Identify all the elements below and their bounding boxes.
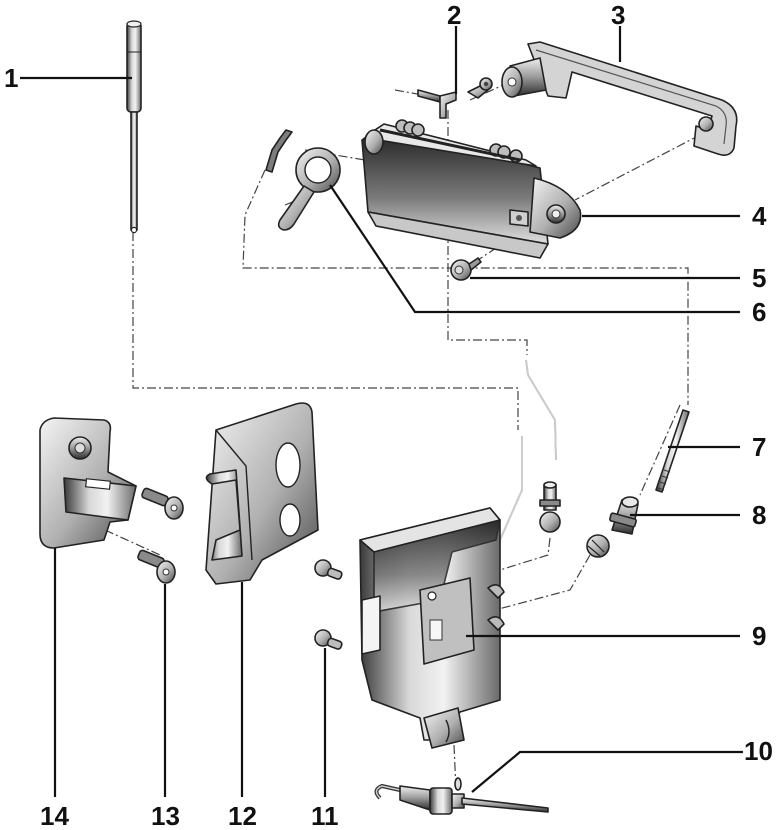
- part-10-rod-fitting[interactable]: [374, 777, 549, 815]
- part-3-outer-handle[interactable]: [501, 41, 738, 156]
- callout-7: 7: [752, 432, 766, 462]
- assembly-line-rod1: [132, 232, 519, 430]
- screw-11b[interactable]: [314, 629, 343, 650]
- part-4-handle-housing[interactable]: [361, 119, 582, 259]
- leader-10: [471, 750, 743, 793]
- assembly-line-14-13: [104, 529, 161, 556]
- callout-9: 9: [752, 621, 766, 651]
- assembly-line-handle-pin: [574, 134, 701, 201]
- leader-6: [329, 184, 740, 314]
- callout-4: 4: [752, 201, 767, 231]
- part-11-screws[interactable]: [314, 559, 343, 650]
- part-8-rod-clip[interactable]: [493, 359, 639, 601]
- part-7-threaded-rod[interactable]: [655, 409, 690, 493]
- screw-13a[interactable]: [141, 487, 184, 520]
- part-1-lock-rod[interactable]: [126, 20, 142, 234]
- handle-springs: [379, 119, 523, 163]
- part-5-bolt[interactable]: [450, 257, 482, 281]
- part-9-lock-mechanism[interactable]: [359, 507, 505, 749]
- part-6-retainer[interactable]: [265, 129, 341, 231]
- part-2-lock-lever[interactable]: [417, 77, 493, 119]
- callout-10: 10: [744, 736, 773, 766]
- part-14-bracket[interactable]: [39, 417, 137, 549]
- assembly-line-rodmid-to-lock: [494, 537, 551, 581]
- callout-11: 11: [311, 801, 339, 830]
- callout-12: 12: [228, 801, 257, 830]
- screw-11a[interactable]: [314, 559, 343, 580]
- screw-13b[interactable]: [137, 549, 176, 584]
- callout-1: 1: [4, 63, 18, 93]
- callout-6: 6: [752, 297, 766, 327]
- assembly-line-rod-left: [242, 169, 689, 405]
- part-12-striker-plate[interactable]: [205, 402, 319, 585]
- callout-8: 8: [752, 500, 766, 530]
- callout-labels: 1 2 3 4 5 6 7 8 9 10 11 12 13 14: [4, 0, 773, 830]
- assembly-line-8-to-lock: [494, 554, 591, 611]
- callout-5: 5: [752, 263, 766, 293]
- callout-2: 2: [447, 0, 461, 30]
- part-8-clip-secondary[interactable]: [539, 481, 561, 533]
- part-13-screws[interactable]: [137, 487, 184, 584]
- callout-13: 13: [151, 801, 180, 830]
- callout-3: 3: [611, 0, 625, 30]
- leader-lines: [20, 26, 743, 797]
- callout-14: 14: [40, 801, 69, 830]
